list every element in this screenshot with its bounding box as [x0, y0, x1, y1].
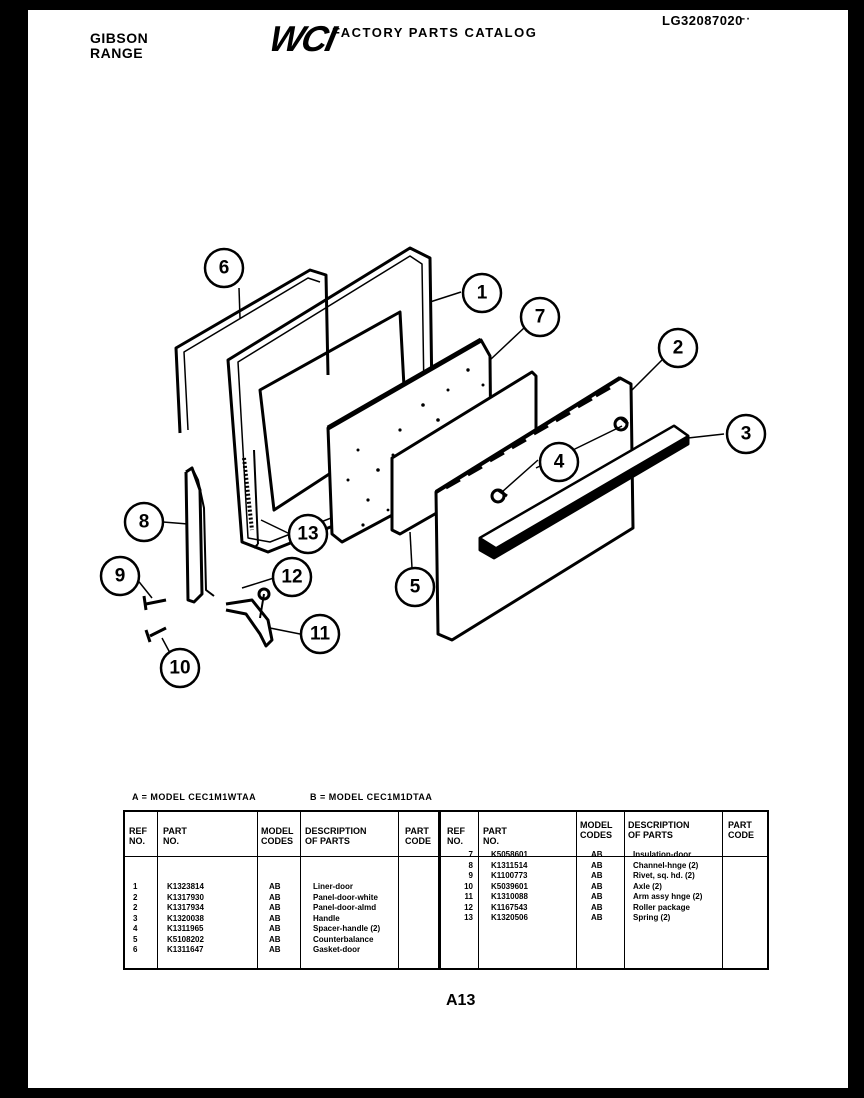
callout-6 — [203, 247, 245, 289]
spring-part — [253, 449, 259, 549]
callout-label-8: 8 — [139, 512, 150, 533]
col-desc-right — [625, 812, 723, 968]
callout-10 — [159, 647, 201, 689]
brand-line-1: GIBSON — [90, 30, 149, 46]
col-code-left — [399, 812, 441, 968]
handle-part — [478, 424, 690, 560]
callout-4 — [538, 441, 580, 483]
callout-8 — [123, 501, 165, 543]
table-row: 2 — [133, 903, 138, 912]
catalog-page: GIBSON RANGE WCI FACTORY PARTS CATALOG L… — [28, 10, 848, 1088]
col-part-left — [158, 812, 258, 968]
callout-11 — [299, 613, 341, 655]
brand-line-2: RANGE — [90, 45, 144, 61]
right-ref-column: 7 8 9 10 11 12 13 — [464, 850, 473, 922]
brand-block: GIBSON RANGE — [90, 31, 148, 61]
col-desc-left — [301, 812, 399, 968]
left-model-column: AB AB AB AB AB AB AB — [269, 882, 281, 954]
channel-hinge-part — [184, 466, 215, 604]
callout-label-4: 4 — [554, 452, 565, 473]
axle-part — [144, 626, 167, 643]
col-model-right — [577, 812, 625, 968]
callout-3 — [725, 413, 767, 455]
callout-label-5: 5 — [410, 577, 421, 598]
left-part-column: K1323814 K1317930 K1317934 K1320038 K131… — [167, 882, 204, 954]
callout-label-12: 12 — [281, 567, 302, 588]
callout-13 — [287, 513, 329, 555]
table-row: 6 — [133, 945, 138, 954]
table-row: 1 — [133, 882, 138, 891]
catalog-code: LG32087020 — [662, 13, 743, 28]
spacer-handle-part — [490, 416, 629, 504]
model-a-legend: A = MODEL CEC1M1WTAA — [132, 792, 257, 802]
right-desc-column: Insulation-door Channel-hnge (2) Rivet, … — [633, 850, 703, 922]
callout-label-1: 1 — [477, 283, 488, 304]
col-model-left — [258, 812, 301, 968]
arm-assy-hinge-part — [225, 587, 274, 648]
exploded-door-diagram: 6 1 7 2 3 4 8 13 12 9 11 5 10 — [99, 246, 767, 689]
col-ref-right — [441, 812, 479, 968]
callout-12 — [271, 556, 313, 598]
page-number: A13 — [446, 992, 476, 1009]
callout-5 — [394, 566, 436, 608]
callout-1 — [461, 272, 503, 314]
table-row: 3 — [133, 913, 138, 923]
callout-label-13: 13 — [297, 524, 318, 545]
left-ref-column: 1 2 2 3 4 5 6 — [133, 882, 137, 956]
table-header-divider — [125, 856, 767, 857]
rivet-part — [142, 595, 167, 611]
callout-label-2: 2 — [673, 338, 684, 359]
corner-mark: -· — [740, 10, 751, 27]
gasket-door-part — [174, 268, 330, 434]
right-part-column: K5058601 K1311514 K1100773 K5039601 K131… — [491, 850, 528, 922]
table-row: 4 — [133, 924, 138, 933]
col-ref-left — [125, 812, 158, 968]
model-b-legend: B = MODEL CEC1M1DTAA — [310, 792, 433, 802]
table-row: 5 — [133, 934, 138, 944]
catalog-title: FACTORY PARTS CATALOG — [332, 25, 538, 40]
col-part-right — [479, 812, 577, 968]
right-model-column: AB AB AB AB AB AB AB — [591, 850, 603, 922]
callout-label-9: 9 — [115, 566, 126, 587]
left-desc-column: Liner-door Panel-door-white Panel-door-a… — [313, 882, 381, 954]
callout-label-10: 10 — [169, 658, 190, 679]
callout-label-6: 6 — [219, 258, 230, 279]
callout-label-11: 11 — [310, 624, 331, 645]
callout-label-7: 7 — [535, 307, 546, 328]
table-row: 2 — [133, 892, 138, 902]
callout-9 — [99, 555, 141, 597]
callout-7 — [519, 296, 561, 338]
callout-label-3: 3 — [741, 424, 752, 445]
callout-2 — [657, 327, 699, 369]
